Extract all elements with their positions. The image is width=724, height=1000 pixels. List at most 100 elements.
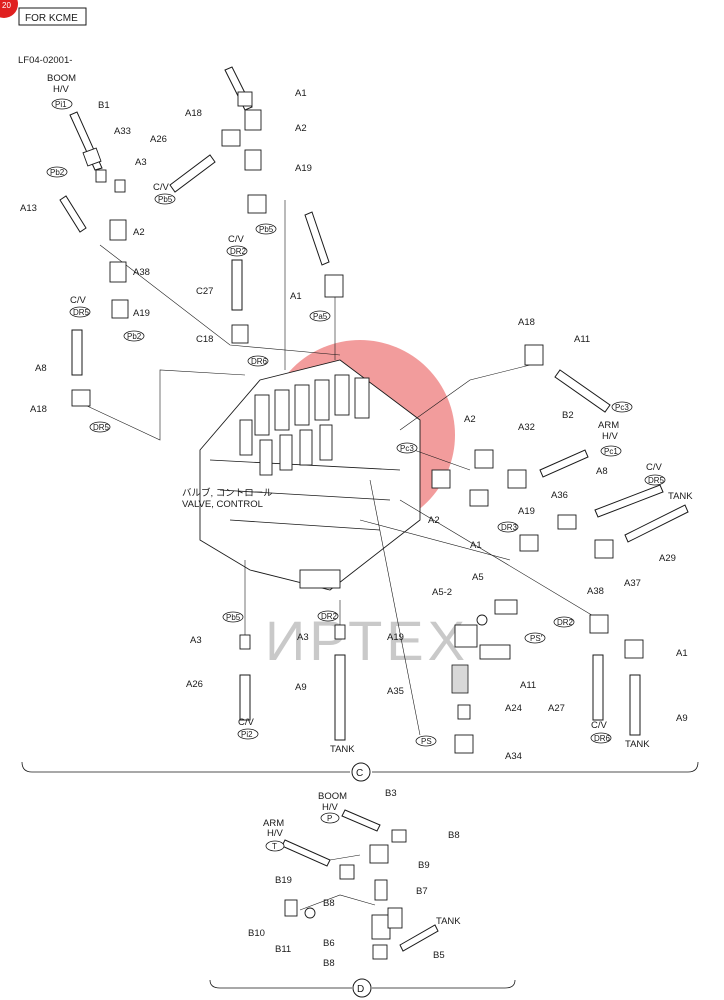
- variant-badge: FOR KCME: [18, 7, 87, 26]
- section-c-bracket: C: [21, 761, 699, 782]
- boom-hv-label-1: BOOM: [47, 73, 76, 84]
- tank-label-d: TANK: [436, 916, 461, 927]
- valve-name-en: VALVE, CONTROL: [182, 499, 263, 510]
- port-pb2-b: Pb2: [127, 332, 142, 341]
- hose-a8-right: [594, 484, 664, 518]
- tank-label-2: TANK: [330, 744, 355, 755]
- hose-a26-bottom: [239, 674, 251, 721]
- port-dr2-c: DR2: [557, 618, 574, 627]
- cv-label-6: C/V: [591, 720, 608, 731]
- label-a5-2: A5-2: [432, 587, 452, 598]
- port-dr5: DR5: [73, 308, 90, 317]
- label-a19-4: A19: [387, 632, 404, 643]
- port-dr3: DR3: [501, 523, 518, 532]
- boom-hv-d-2: H/V: [322, 802, 339, 813]
- label-a26-2: A26: [186, 679, 203, 690]
- port-tags: Pi1 Pb2 Pb5 Pb5 DR2 Pa5 DR5 Pb2 DR6 DR5 …: [46, 98, 666, 747]
- hose-tank-right: [624, 504, 689, 543]
- section-d-labels: BOOM H/V P ARM H/V T B3 B8 B9 B19 B8 B7 …: [248, 788, 461, 969]
- cv-label-4: C/V: [646, 462, 663, 473]
- label-a1-2: A1: [290, 291, 302, 302]
- label-a18-2: A18: [185, 108, 202, 119]
- port-pc1: Pc1: [604, 447, 618, 456]
- port-ps2: PS': [530, 634, 543, 643]
- tank-label-3: TANK: [625, 739, 650, 750]
- port-pb5-2: Pb5: [259, 225, 274, 234]
- label-c18: C18: [196, 334, 213, 345]
- section-d-label: D: [357, 984, 364, 995]
- label-b8-1: B8: [448, 830, 460, 841]
- port-dr5-b: DR5: [93, 423, 110, 432]
- port-pb2: Pb2: [50, 168, 65, 177]
- cv-label-5: C/V: [238, 717, 255, 728]
- label-a2-4: A2: [428, 515, 440, 526]
- label-a1-1: A1: [295, 88, 307, 99]
- port-pi1: Pi1: [55, 100, 67, 109]
- label-a11-2: A11: [520, 680, 536, 691]
- port-pa5: Pa5: [313, 312, 328, 321]
- port-dr6: DR6: [251, 357, 268, 366]
- label-a19-1: A19: [133, 308, 150, 319]
- boom-hv-d-1: BOOM: [318, 791, 347, 802]
- port-pc3-b: Pc3: [400, 444, 414, 453]
- port-ps: PS: [421, 737, 432, 746]
- hose-a8: [71, 329, 83, 376]
- hose-a9-bottom: [334, 654, 346, 741]
- label-a24: A24: [505, 703, 522, 714]
- label-a18-1: A18: [30, 404, 47, 415]
- label-a37: A37: [624, 578, 641, 589]
- label-b5: B5: [433, 950, 445, 961]
- label-a1-3: A1: [470, 540, 482, 551]
- part-labels-c: B1 A33 A3 A13 A2 A38 A19 A8 A18 A18 A26 …: [20, 88, 688, 762]
- hose-a13: [59, 195, 87, 233]
- port-dr5-c: DR5: [648, 476, 665, 485]
- arm-hv-label-1: ARM: [598, 420, 619, 431]
- cv-label-3: C/V: [228, 234, 245, 245]
- label-a36: A36: [551, 490, 568, 501]
- fittings: [71, 109, 644, 754]
- port-dr2-top: DR2: [230, 247, 247, 256]
- port-pb5: Pb5: [158, 195, 173, 204]
- label-a38-1: A38: [133, 267, 150, 278]
- label-a3-2: A3: [190, 635, 202, 646]
- group-labels: BOOM H/V C/V C/V C/V ARM H/V C/V TANK C/…: [47, 73, 693, 755]
- section-d-parts: [281, 809, 439, 960]
- hose-pa5: [304, 211, 330, 266]
- section-c-label: C: [356, 768, 363, 779]
- port-pi2: Pi2: [241, 730, 253, 739]
- label-a29: A29: [659, 553, 676, 564]
- hose-top-b1: [69, 111, 103, 171]
- control-valve-body: [199, 359, 421, 591]
- port-dr6-b: DR6: [594, 734, 611, 743]
- label-b3: B3: [385, 788, 397, 799]
- arm-hv-d-2: H/V: [267, 828, 284, 839]
- page-corner-number: 20: [2, 1, 11, 10]
- hose-top-center: [224, 66, 253, 111]
- cv-label-1: C/V: [70, 295, 87, 306]
- hose-c27: [231, 259, 243, 311]
- cv-label-2: C/V: [153, 182, 170, 193]
- page-corner-badge: 20: [0, 0, 18, 18]
- label-a38-2: A38: [587, 586, 604, 597]
- label-b6: B6: [323, 938, 335, 949]
- label-a33: A33: [114, 126, 131, 137]
- label-a35: A35: [387, 686, 404, 697]
- label-a11-1: A11: [574, 334, 590, 345]
- hose-a27-bottom: [592, 654, 604, 721]
- port-dr2-b: DR2: [321, 612, 338, 621]
- variant-badge-text: FOR KCME: [25, 13, 78, 24]
- port-t: T: [272, 842, 277, 851]
- label-a9-1: A9: [295, 682, 307, 693]
- hose-b2: [539, 449, 589, 478]
- label-a2-1: A2: [133, 227, 145, 238]
- port-pb5-c: Pb5: [226, 613, 241, 622]
- label-b8-3: B8: [323, 958, 335, 969]
- hose-a9-right-bottom: [629, 674, 641, 736]
- label-a3: A3: [135, 157, 147, 168]
- label-b7: B7: [416, 886, 428, 897]
- label-a8-1: A8: [35, 363, 47, 374]
- hose-a11: [554, 369, 611, 413]
- label-a18-3: A18: [518, 317, 535, 328]
- section-d-bracket: D: [209, 978, 516, 998]
